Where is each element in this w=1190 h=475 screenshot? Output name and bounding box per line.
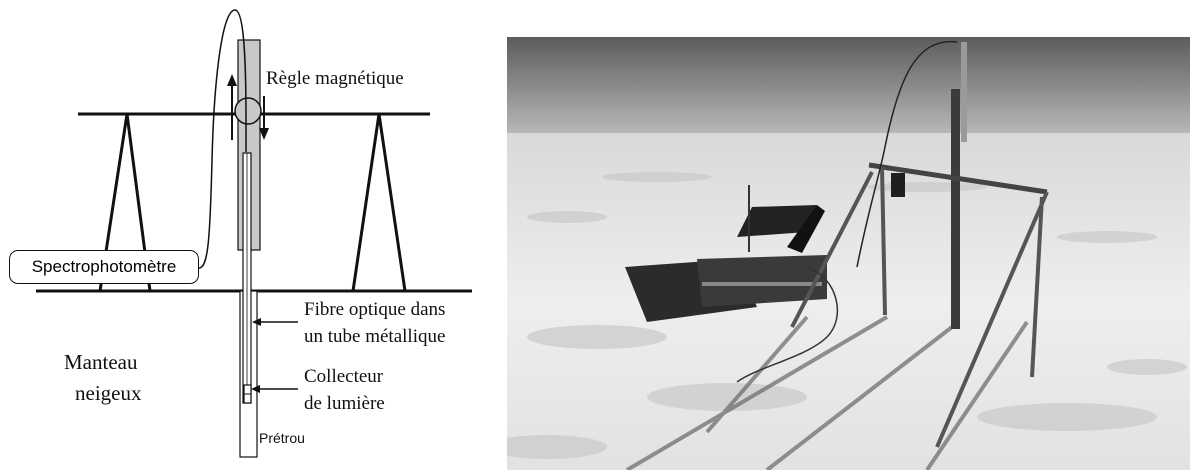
fibre-label-line2: un tube métallique xyxy=(304,326,446,347)
snowpack-label-line2: neigeux xyxy=(75,381,142,405)
right-tripod-leg xyxy=(351,113,407,292)
collector-label-line2: de lumière xyxy=(304,393,385,414)
schematic-diagram: Spectrophotomètre Règle magnétique Fibre… xyxy=(0,0,500,470)
spectrophotometer-box: Spectrophotomètre xyxy=(9,250,199,284)
fibre-label-line1: Fibre optique dans xyxy=(304,299,446,320)
vertical-rule-top xyxy=(961,42,967,142)
collector-label-line1: Collecteur xyxy=(304,366,384,387)
magnetic-rule-label: Règle magnétique xyxy=(266,68,404,89)
pulley-circle xyxy=(234,97,262,125)
spectrophotometer-label: Spectrophotomètre xyxy=(31,257,177,276)
field-photo-svg xyxy=(487,37,1190,472)
sensor-box xyxy=(891,173,905,197)
field-photo xyxy=(487,37,1190,472)
sky xyxy=(507,37,1190,135)
fiber-cable-photo xyxy=(856,40,958,268)
horizontal-frame-bar xyxy=(868,162,1048,195)
pretrou-label: Prétrou xyxy=(259,430,305,446)
schematic-svg xyxy=(36,9,472,458)
fiber-cable xyxy=(198,9,247,269)
up-arrow-head xyxy=(227,74,237,86)
equipment-cases xyxy=(625,205,827,322)
snow-texture xyxy=(487,172,1187,459)
shadows xyxy=(625,315,1029,472)
ground-cable xyxy=(736,266,839,383)
down-arrow-head xyxy=(259,128,269,140)
vertical-rule xyxy=(951,89,960,329)
collector-leader-head xyxy=(251,385,260,393)
left-tripod-leg xyxy=(98,113,152,292)
fibre-leader-head xyxy=(252,318,261,326)
frame-legs xyxy=(790,166,1049,448)
snowpack-label-line1: Manteau xyxy=(64,350,138,374)
